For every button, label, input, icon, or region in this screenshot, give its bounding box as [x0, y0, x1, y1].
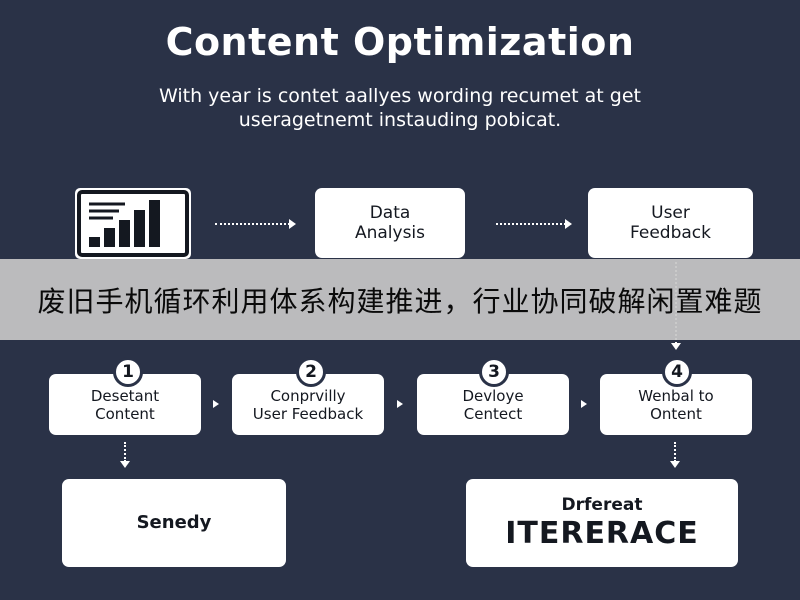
outcome-box-right: Drfereat ITERERACE [466, 479, 738, 567]
bar-chart-icon [77, 190, 189, 257]
arrow-right-icon [581, 400, 587, 408]
arrow-right-icon [397, 400, 403, 408]
page-subtitle: With year is contet aallyes wording recu… [159, 85, 641, 131]
arrow-right-icon [289, 219, 296, 229]
user-feedback-box: User Feedback [588, 188, 753, 258]
connector-step1-down [124, 442, 126, 462]
arrow-down-icon [671, 343, 681, 350]
connector-step4-down [674, 442, 676, 462]
page-title: Content Optimization [165, 20, 635, 64]
arrow-down-icon [670, 461, 680, 468]
outcome-box-left: Senedy [62, 479, 286, 567]
step-number-3: 3 [479, 357, 509, 387]
step-number-4: 4 [662, 357, 692, 387]
arrow-right-icon [565, 219, 572, 229]
connector-data-to-feedback [496, 223, 566, 225]
step-box-1: Desetant Content [49, 374, 201, 435]
chart-box [75, 188, 191, 259]
arrow-right-icon [213, 400, 219, 408]
data-analysis-box: Data Analysis [315, 188, 465, 258]
arrow-down-icon [120, 461, 130, 468]
step-number-1: 1 [113, 357, 143, 387]
outcome-right-title: ITERERACE [505, 516, 699, 551]
step-number-2: 2 [296, 357, 326, 387]
outcome-right-subtitle: Drfereat [561, 495, 643, 515]
caption-banner: 废旧手机循环利用体系构建推进，行业协同破解闲置难题 [0, 259, 800, 340]
connector-chart-to-data [215, 223, 290, 225]
